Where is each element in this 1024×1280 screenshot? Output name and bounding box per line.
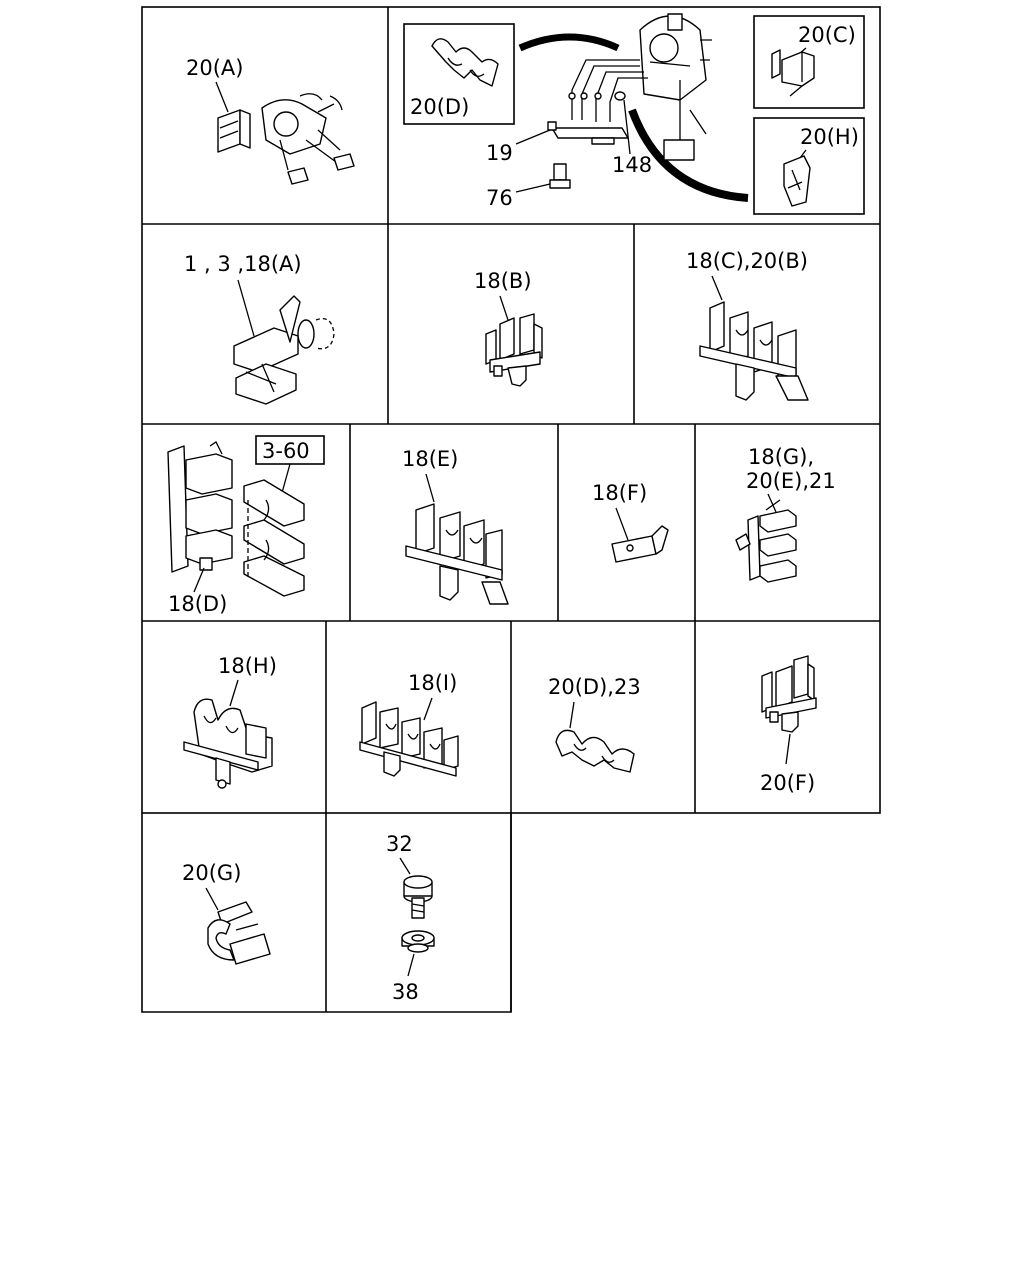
cell-18e: 18(E) xyxy=(402,447,509,605)
bolt-76-drawing xyxy=(549,163,571,189)
inset-box-20c xyxy=(753,15,865,109)
cell-18h: 18(H) xyxy=(183,654,277,789)
cell-20f: 20(F) xyxy=(760,655,817,795)
clip-20d-drawing xyxy=(555,729,635,773)
clip-18d-right-drawing xyxy=(243,479,305,597)
cell-18d: 3-60 18(D) xyxy=(167,435,325,616)
clip-18b-drawing xyxy=(485,313,543,387)
cell-18b: 18(B) xyxy=(474,269,543,387)
label-18g-line2: 20(E),21 xyxy=(746,469,836,493)
clip-20f-drawing xyxy=(761,655,817,733)
cell-18i: 18(I) xyxy=(359,671,459,777)
cell-18c-20b: 18(C),20(B) xyxy=(686,249,809,401)
label-18h: 18(H) xyxy=(218,654,277,678)
clip-18e-drawing xyxy=(405,503,509,605)
cell-20a: 20(A) xyxy=(186,56,355,185)
clip-20c-drawing xyxy=(771,49,815,97)
clip-18f-drawing xyxy=(611,525,669,563)
label-18i: 18(I) xyxy=(408,671,457,695)
cell-18a: 1 , 3 ,18(A) xyxy=(184,252,335,405)
label-18a: 1 , 3 ,18(A) xyxy=(184,252,302,276)
engine-upper-drawing xyxy=(639,13,712,161)
clip-18a-drawing xyxy=(233,295,335,405)
label-20d-inset: 20(D) xyxy=(410,95,469,119)
cell-20d-23: 20(D),23 xyxy=(548,675,641,773)
clip-20g-drawing xyxy=(207,901,271,965)
clip-18c-drawing xyxy=(699,301,809,401)
label-38: 38 xyxy=(392,980,419,1004)
bolt-32-drawing xyxy=(403,875,433,919)
label-18c-20b: 18(C),20(B) xyxy=(686,249,808,273)
label-19: 19 xyxy=(486,141,513,165)
label-20f: 20(F) xyxy=(760,771,815,795)
label-18b: 18(B) xyxy=(474,269,532,293)
label-18d: 18(D) xyxy=(168,592,227,616)
cell-main-assembly: 20(D) 19 xyxy=(403,13,865,215)
clip-20a-drawing xyxy=(217,109,251,153)
label-20g: 20(G) xyxy=(182,861,241,885)
cell-18g-20e-21: 18(G), 20(E),21 xyxy=(735,445,836,583)
nut-38-drawing xyxy=(401,930,435,953)
label-20a: 20(A) xyxy=(186,56,243,80)
fuel-pipes-drawing xyxy=(568,59,648,122)
clip-18d-left-drawing xyxy=(167,441,233,573)
label-18f: 18(F) xyxy=(592,481,647,505)
grid-frame xyxy=(141,6,881,1013)
label-32: 32 xyxy=(386,832,413,856)
clip-20h-drawing xyxy=(783,155,811,207)
inset-box-20d xyxy=(403,23,515,125)
clip-20d-inset-drawing xyxy=(431,38,499,87)
label-20d-23: 20(D),23 xyxy=(548,675,641,699)
label-18g-line1: 18(G), xyxy=(748,445,814,469)
clip-18h-drawing xyxy=(183,698,273,789)
label-20c: 20(C) xyxy=(798,23,856,47)
label-20h: 20(H) xyxy=(800,125,859,149)
label-76: 76 xyxy=(486,186,513,210)
bracket-19-drawing xyxy=(547,121,629,145)
label-18e: 18(E) xyxy=(402,447,458,471)
cell-18f: 18(F) xyxy=(592,481,669,563)
label-148: 148 xyxy=(612,153,652,177)
cell-20g: 20(G) xyxy=(182,861,271,965)
clip-18g-drawing xyxy=(735,499,797,583)
inset-box-20h xyxy=(753,117,865,215)
label-ref-3-60: 3-60 xyxy=(262,439,310,463)
engine-bracket-drawing xyxy=(261,93,355,185)
cell-32-38: 32 38 xyxy=(386,832,435,1004)
clip-18i-drawing xyxy=(359,701,459,777)
